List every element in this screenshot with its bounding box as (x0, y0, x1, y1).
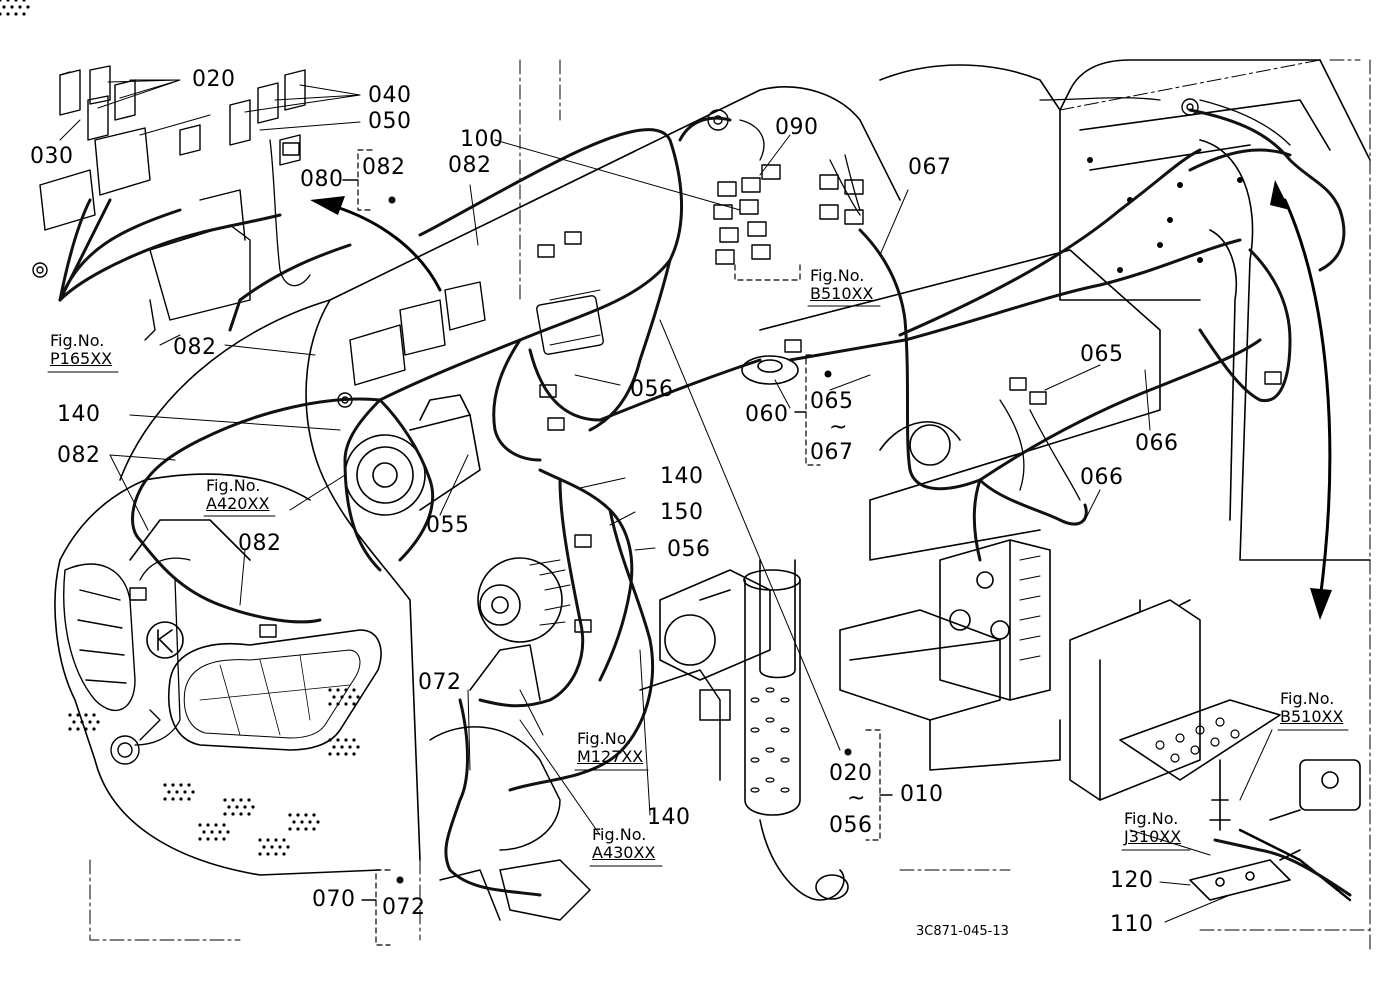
fig-ref-label: Fig.No. (592, 825, 647, 844)
part-066-lower: 066 (1080, 465, 1124, 490)
part-040: 040 (368, 83, 412, 108)
lower-chassis (429, 644, 731, 921)
ground-bracket (1189, 759, 1361, 902)
ac-compressor (344, 394, 481, 516)
starter-motor (659, 569, 771, 681)
part-082-bracket: 082 (362, 155, 406, 180)
valve-block (939, 539, 1051, 701)
headlight (168, 629, 382, 751)
part-030: 030 (30, 144, 74, 169)
hood-outline (54, 86, 901, 876)
fig-ref-p165: Fig.No. P165XX (50, 331, 113, 369)
fig-ref-label: Fig.No. (50, 331, 105, 350)
part-120: 120 (1110, 868, 1154, 893)
range-tilde-065-067: ~ (829, 415, 848, 440)
fig-ref-code: M127XX (577, 747, 644, 767)
frame-block (759, 249, 1161, 771)
wire-harness (58, 108, 1352, 897)
leader-lines (59, 79, 1273, 923)
part-067-bracket: 067 (810, 440, 854, 465)
part-100: 100 (460, 127, 504, 152)
part-072-bracket: 072 (382, 895, 426, 920)
battery (1069, 599, 1201, 801)
part-055: 055 (426, 513, 470, 538)
group-brackets (357, 149, 881, 946)
part-056-bracket: 056 (829, 813, 873, 838)
fig-underlines (47, 305, 1349, 867)
part-060: 060 (745, 402, 789, 427)
part-082-lower: 082 (238, 531, 282, 556)
alternator (477, 557, 571, 643)
part-065-right: 065 (1080, 342, 1124, 367)
part-082-mid: 082 (173, 335, 217, 360)
part-082-upper: 082 (448, 153, 492, 178)
range-tilde-020-056: ~ (847, 786, 866, 811)
horn-060 (741, 355, 799, 385)
fig-ref-b510-top: Fig.No. B510XX (810, 266, 874, 304)
part-050: 050 (368, 109, 412, 134)
part-070: 070 (312, 887, 356, 912)
bracket-dashes (342, 179, 893, 901)
part-020-bracket: 020 (829, 761, 873, 786)
rear-fender (879, 59, 1371, 561)
center-relays (349, 281, 604, 386)
fig-ref-a420: Fig.No. A420XX (206, 476, 270, 514)
part-140-bottom: 140 (647, 805, 691, 830)
fig-ref-label: Fig.No. (810, 266, 865, 285)
part-056-upper: 056 (630, 377, 674, 402)
fig-ref-label: Fig.No. (577, 729, 632, 748)
part-067-upper: 067 (908, 155, 952, 180)
fig-ref-code: P165XX (50, 349, 113, 369)
part-066-right: 066 (1135, 431, 1179, 456)
part-150: 150 (660, 500, 704, 525)
part-110: 110 (1110, 912, 1154, 937)
fig-ref-label: Fig.No. (206, 476, 261, 495)
fig-ref-m127: Fig.No. M127XX (577, 729, 644, 767)
fig-ref-b510-right: Fig.No. B510XX (1280, 689, 1344, 727)
fig-ref-code: J310XX (1124, 827, 1182, 847)
step-plate (1119, 699, 1281, 781)
fig-ref-label: Fig.No. (1124, 809, 1179, 828)
fender-holes (1087, 157, 1243, 273)
part-082-left: 082 (57, 443, 101, 468)
front-grille (63, 563, 184, 712)
exhaust-muffler (743, 559, 849, 901)
fig-ref-code: A420XX (206, 494, 270, 514)
fuse-relays (39, 65, 306, 231)
part-080: 080 (300, 167, 344, 192)
thin-wires (134, 97, 1291, 746)
fig-ref-j310: Fig.No. J310XX (1124, 809, 1182, 847)
part-140-left: 140 (57, 402, 101, 427)
part-140-center: 140 (660, 464, 704, 489)
front-horn (110, 709, 161, 765)
vent-dots (0, 0, 360, 856)
fig-ref-code: A430XX (592, 843, 656, 863)
part-090: 090 (775, 115, 819, 140)
part-065-bracket: 065 (810, 389, 854, 414)
fig-ref-label: Fig.No. (1280, 689, 1335, 708)
part-020-top: 020 (192, 67, 236, 92)
part-072-upper: 072 (418, 670, 462, 695)
part-056-lower: 056 (667, 537, 711, 562)
drawing-number: 3C871-045-13 (916, 924, 1009, 939)
fig-ref-code: B510XX (1280, 707, 1344, 727)
fig-ref-code: B510XX (810, 284, 874, 304)
fig-ref-a430: Fig.No. A430XX (592, 825, 656, 863)
part-010: 010 (900, 782, 944, 807)
bracket-dots (388, 196, 852, 884)
direction-arrows (310, 180, 1332, 620)
